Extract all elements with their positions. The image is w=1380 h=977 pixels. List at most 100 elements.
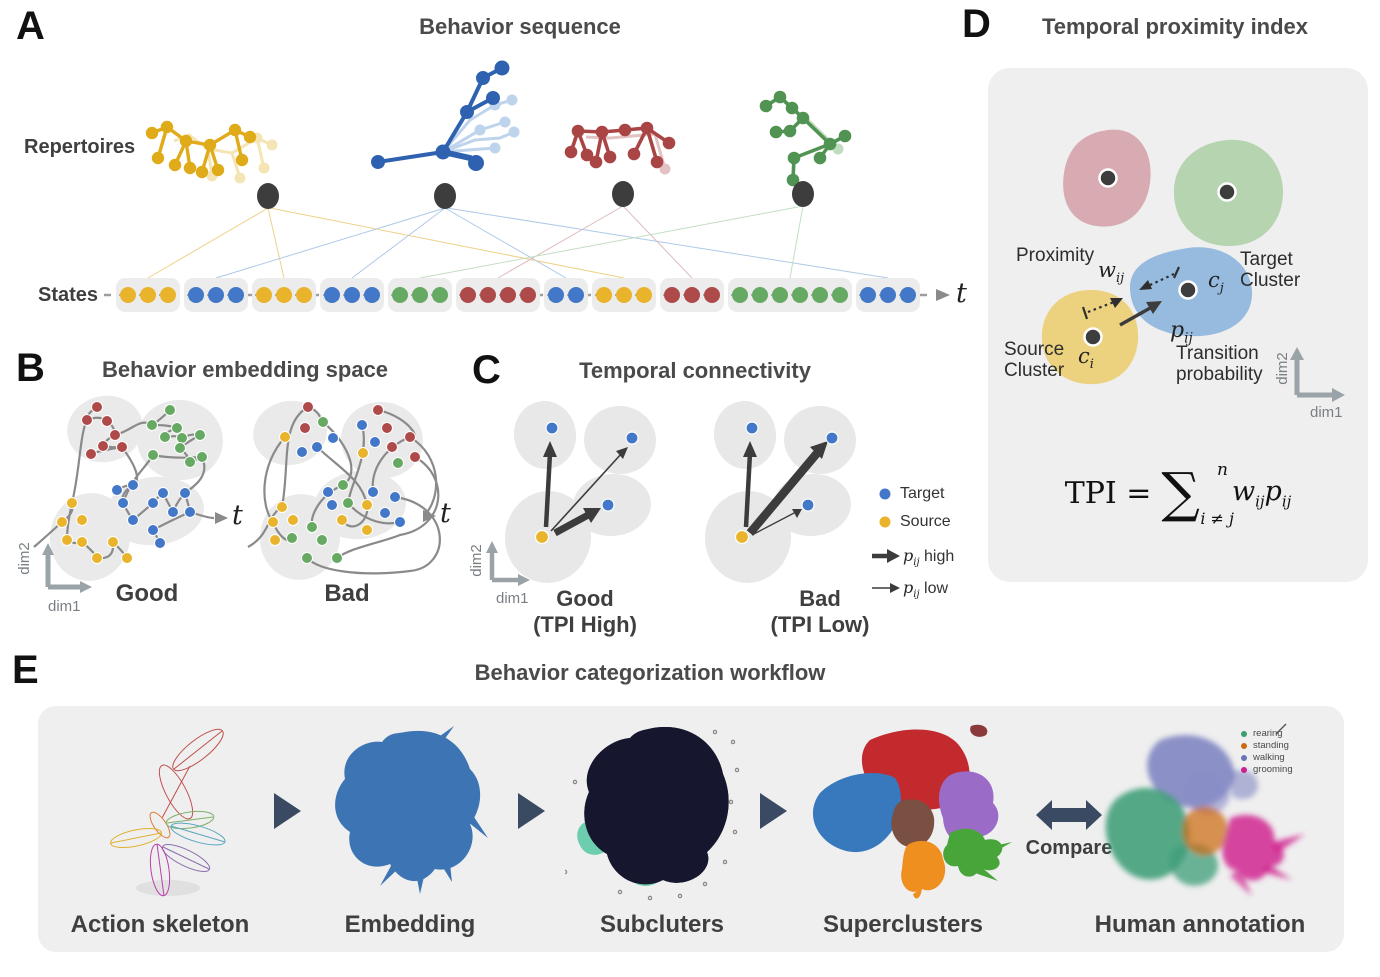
state-dot-blue: [860, 287, 876, 303]
state-dot-blue: [228, 287, 244, 303]
c-bad-dots: [734, 421, 839, 545]
state-dot-red: [460, 287, 476, 303]
annotation-patches: [1105, 735, 1305, 896]
d-dim2-label: dim2: [1273, 352, 1291, 385]
c-bad-arrows: [743, 441, 828, 536]
human-annotation-image: [1105, 723, 1305, 896]
state-dot-blue: [344, 287, 360, 303]
repertoire-centroids: [257, 181, 814, 209]
stage-label-human-annotation: Human annotation: [1094, 911, 1306, 938]
state-dot-green: [832, 287, 848, 303]
legend-label: walking: [1253, 752, 1285, 763]
c-bad-blobs: [704, 401, 856, 583]
state-group: [184, 278, 248, 312]
stage-label-superclusters: Superclusters: [822, 911, 984, 938]
state-group: [116, 278, 180, 312]
tpi-formula: TPI = ∑ n i ≠ j wijpij: [1064, 460, 1292, 528]
compare-label: Compare: [1025, 837, 1113, 859]
c-good-sub-label: (TPI High): [533, 612, 637, 637]
subcluster-outlier-dots: [565, 729, 740, 901]
c-good-arrows: [543, 441, 628, 537]
state-dot-red: [520, 287, 536, 303]
c-good-blobs: [504, 401, 656, 583]
panel-b-letter: B: [16, 346, 45, 390]
action-skeleton-image: [110, 728, 226, 897]
state-dot-yellow: [296, 287, 312, 303]
d-proximity-arrows: [1081, 266, 1181, 320]
d-pij-arrow: [1119, 301, 1162, 327]
state-dot-green: [792, 287, 808, 303]
repertoires-label: Repertoires: [24, 136, 136, 158]
tpi-graphic: [1041, 129, 1345, 402]
state-dot-yellow: [636, 287, 652, 303]
state-group: [252, 278, 316, 312]
state-group: [660, 278, 724, 312]
state-dot-green: [752, 287, 768, 303]
c-good-dots: [534, 421, 639, 545]
state-group: [856, 278, 920, 312]
legend-dot-icon: [1241, 754, 1247, 761]
state-dot-green: [392, 287, 408, 303]
state-dot-green: [732, 287, 748, 303]
panel-c-letter: C: [472, 348, 501, 392]
legend-label: standing: [1253, 740, 1289, 751]
legend-dot-icon: [1241, 742, 1247, 749]
skeleton-yellow: [145, 120, 278, 184]
d-axes: [1290, 347, 1345, 402]
state-dot-blue: [188, 287, 204, 303]
bad-t-arrowhead: [423, 510, 436, 522]
skeleton-blue: [371, 60, 520, 171]
state-group: [728, 278, 852, 312]
states-row: [116, 278, 920, 312]
behavior-sequence-graphic: [104, 60, 950, 301]
panel-d-letter: D: [962, 2, 991, 46]
state-dot-red: [684, 287, 700, 303]
state-dot-yellow: [616, 287, 632, 303]
state-dot-yellow: [596, 287, 612, 303]
state-group: [592, 278, 656, 312]
c-good-label: Good: [556, 586, 614, 611]
c-dim1-label: dim1: [496, 590, 529, 607]
d-dim1-label: dim1: [1310, 404, 1343, 421]
temporal-connectivity-graphic: [486, 401, 900, 593]
state-group: [320, 278, 384, 312]
state-dot-blue: [208, 287, 224, 303]
d-proximity-label: Proximity: [1016, 245, 1095, 266]
panel-e-letter: E: [12, 648, 39, 692]
c-legend-target: Target: [900, 485, 945, 502]
d-centroids: [1083, 168, 1237, 347]
bad-dots: [267, 401, 421, 564]
b-bad-t: t: [440, 498, 451, 529]
annotation-legend-row: rearing: [1241, 728, 1293, 739]
c-bad-sub-label: (TPI Low): [770, 612, 870, 637]
state-dot-blue: [900, 287, 916, 303]
legend-label: grooming: [1253, 764, 1293, 775]
state-dot-yellow: [140, 287, 156, 303]
annotation-streak: [1275, 723, 1287, 735]
legend-label: rearing: [1253, 728, 1283, 739]
state-dot-yellow: [120, 287, 136, 303]
sigma-symbol: ∑ n i ≠ j: [1161, 460, 1234, 528]
good-t-arrowhead: [215, 512, 228, 524]
state-dot-green: [772, 287, 788, 303]
state-dot-blue: [548, 287, 564, 303]
panel-e-title: Behavior categorization workflow: [474, 660, 826, 685]
d-wij-label: wij: [1098, 258, 1125, 287]
c-legend-p-low: pij low: [903, 578, 949, 601]
legend-dot-icon: [1241, 766, 1247, 773]
flow-arrow-2-icon: [518, 793, 545, 829]
states-label: States: [38, 284, 99, 306]
annotation-legend-row: grooming: [1241, 764, 1293, 775]
d-cj-label: cj: [1208, 268, 1224, 297]
annotation-legend-row: standing: [1241, 740, 1293, 751]
good-dots: [56, 401, 208, 564]
stage-label-action-skeleton: Action skeleton: [70, 911, 250, 938]
flow-arrow-1-icon: [274, 793, 301, 829]
b-good-label: Good: [115, 580, 179, 607]
embedding-image: [335, 726, 488, 894]
